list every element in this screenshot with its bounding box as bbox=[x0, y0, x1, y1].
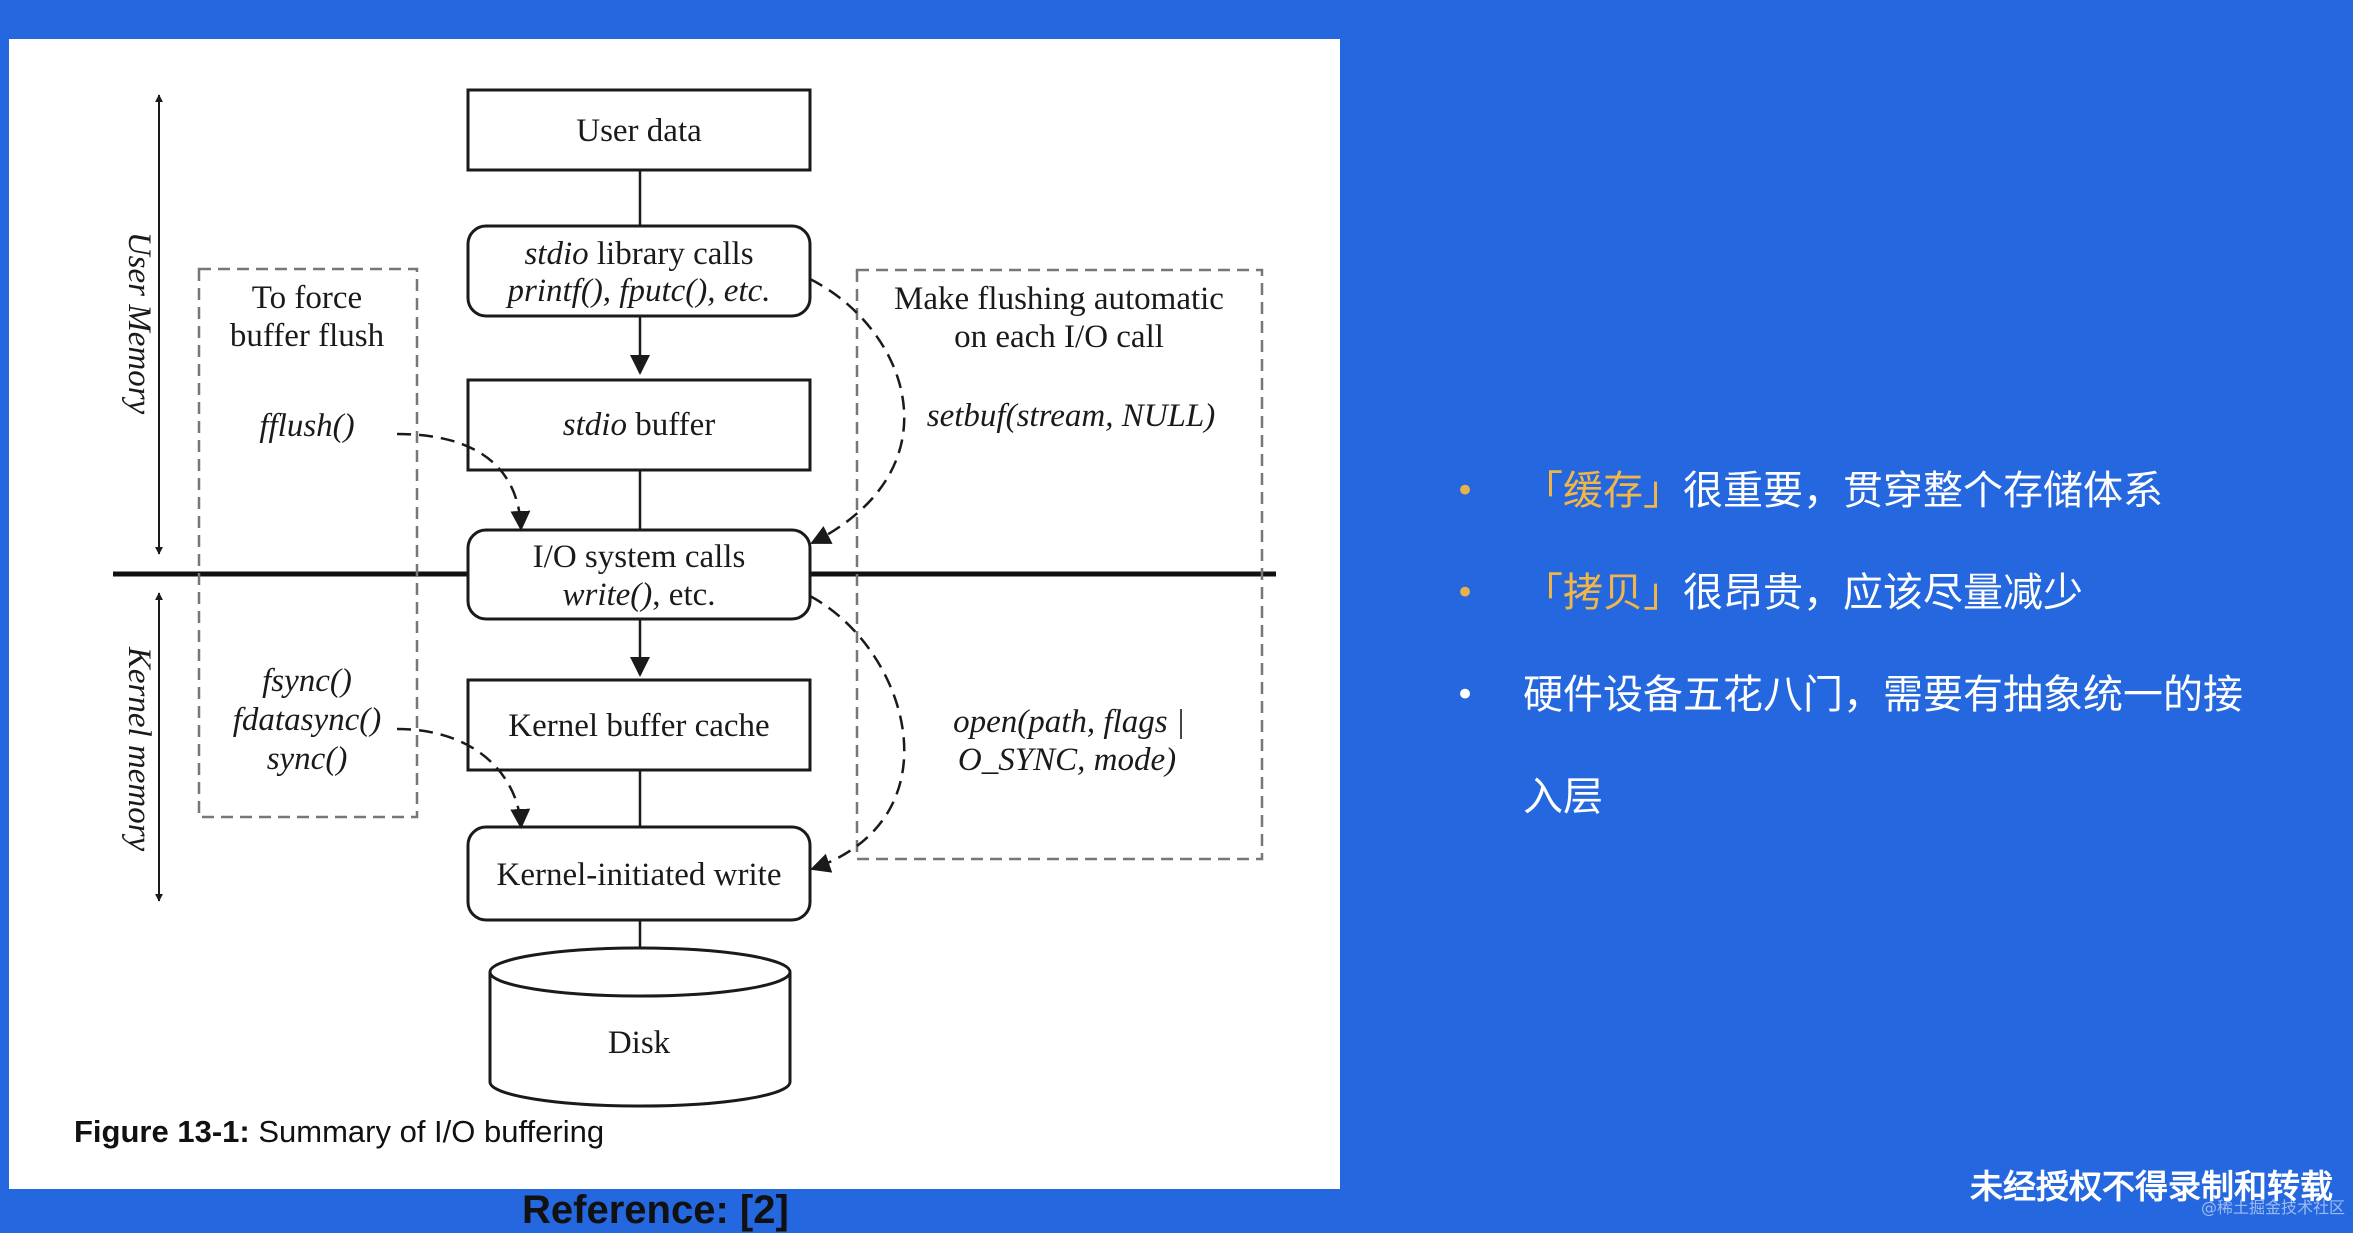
kernel-initiated-write-label: Kernel-initiated write bbox=[497, 857, 782, 893]
force-flush-title-1: To force bbox=[252, 280, 362, 316]
disk-cylinder bbox=[488, 946, 792, 1108]
bullet-text: 很昂贵，应该尽量减少 bbox=[1683, 570, 2083, 616]
bullet-text-line1: 硬件设备五花八门，需要有抽象统一的接 bbox=[1523, 672, 2243, 718]
setbuf-label: setbuf(stream, NULL) bbox=[927, 398, 1215, 434]
bullet-dot-icon: • bbox=[1455, 675, 1476, 715]
disk-label: Disk bbox=[608, 1025, 671, 1061]
bracket-open: 「 bbox=[1523, 570, 1563, 616]
bullet-list: • 「缓存」很重要，贯穿整个存储体系 • 「拷贝」很昂贵，应该尽量减少 • 硬件… bbox=[1455, 440, 2315, 848]
bullet-item: • 硬件设备五花八门，需要有抽象统一的接 入层 bbox=[1455, 644, 2315, 848]
auto-flush-title-2: on each I/O call bbox=[954, 319, 1164, 355]
open-osync-line1: open(path, flags | bbox=[953, 704, 1185, 740]
bullet-item: • 「拷贝」很昂贵，应该尽量减少 bbox=[1455, 542, 2315, 644]
fsync-arrow bbox=[396, 727, 531, 829]
bullet-text-line2: 入层 bbox=[1523, 774, 1603, 820]
sync-label: sync() bbox=[267, 741, 348, 777]
stdio-library-calls-box bbox=[466, 224, 812, 318]
bracket-open: 「 bbox=[1523, 468, 1563, 514]
user-data-box bbox=[466, 88, 812, 172]
site-watermark: @稀土掘金技术社区 bbox=[2200, 1198, 2345, 1217]
kernel-buffer-cache-box bbox=[466, 678, 812, 772]
bullet-highlight: 缓存 bbox=[1563, 468, 1643, 514]
user-data-label: User data bbox=[576, 113, 702, 149]
stdio-library-calls-line2: printf(), fputc(), etc. bbox=[505, 273, 770, 309]
user-memory-label: User Memory bbox=[121, 232, 157, 415]
kernel-memory-label: Kernel memory bbox=[121, 646, 157, 852]
auto-flush-title-1: Make flushing automatic bbox=[894, 281, 1224, 317]
stdio-library-calls-line1: stdio library calls bbox=[524, 236, 753, 272]
stdio-buffer-box bbox=[466, 378, 812, 472]
figure-caption: Figure 13-1: Summary of I/O buffering bbox=[74, 1114, 604, 1150]
copyright-watermark: 未经授权不得录制和转载 bbox=[1970, 1167, 2333, 1206]
fdatasync-label: fdatasync() bbox=[233, 702, 381, 738]
setbuf-arrow bbox=[809, 277, 906, 545]
open-osync-line2: O_SYNC, mode) bbox=[958, 742, 1176, 778]
fsync-label: fsync() bbox=[262, 663, 352, 699]
reference-label: Reference: [2] bbox=[522, 1188, 789, 1232]
fflush-label: fflush() bbox=[259, 408, 354, 444]
bullet-item: • 「缓存」很重要，贯穿整个存储体系 bbox=[1455, 440, 2315, 542]
bullet-text: 很重要，贯穿整个存储体系 bbox=[1683, 468, 2163, 514]
bullet-dot-icon: • bbox=[1455, 471, 1476, 511]
io-buffering-diagram: User Memory Kernel memory User data stdi… bbox=[113, 88, 1276, 1108]
io-system-calls-line2: write(), etc. bbox=[562, 577, 715, 613]
caption-label: Figure 13-1: bbox=[74, 1114, 250, 1149]
osync-arrow bbox=[809, 594, 906, 873]
kernel-initiated-write-box bbox=[466, 825, 812, 922]
bracket-close: 」 bbox=[1643, 570, 1683, 616]
caption-text: Summary of I/O buffering bbox=[249, 1114, 605, 1149]
force-flush-box bbox=[197, 267, 419, 819]
force-flush-title-2: buffer flush bbox=[230, 318, 385, 354]
fflush-arrow bbox=[396, 432, 531, 531]
bullet-dot-icon: • bbox=[1455, 573, 1476, 613]
kernel-buffer-cache-label: Kernel buffer cache bbox=[508, 708, 769, 744]
stdio-buffer-label: stdio buffer bbox=[563, 407, 715, 443]
bracket-close: 」 bbox=[1643, 468, 1683, 514]
figure-panel: User Memory Kernel memory User data stdi… bbox=[9, 39, 1340, 1189]
io-system-calls-box bbox=[466, 528, 812, 621]
io-system-calls-line1: I/O system calls bbox=[533, 539, 746, 575]
auto-flush-box bbox=[855, 268, 1264, 861]
bullet-highlight: 拷贝 bbox=[1563, 570, 1643, 616]
